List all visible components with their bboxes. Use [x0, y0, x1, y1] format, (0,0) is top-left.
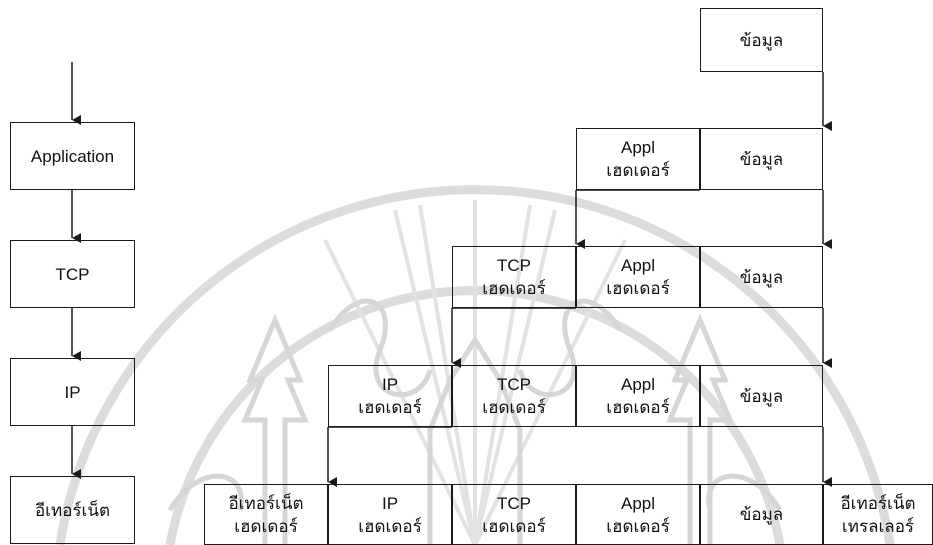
packet-ip-cell-2-line-1: TCP — [497, 375, 531, 394]
seal-lower-right-flourish — [706, 473, 783, 512]
layer-box-ip-line-1: IP — [64, 382, 81, 402]
packet-ip-cell-1-line-2: เฮดเดอร์ — [358, 398, 422, 417]
layer-box-ip: IP — [10, 358, 135, 426]
seal-right-pagoda — [666, 313, 734, 545]
seal-outer-arc — [55, 185, 895, 545]
packet-ip-cell-3: Appl เฮดเดอร์ — [576, 365, 700, 427]
packet-ethernet-cell-2-line-1: IP — [381, 493, 399, 513]
packet-ethernet-cell-5-line-1: ข้อมูล — [739, 505, 784, 524]
layer-box-application-line-1: Application — [30, 146, 115, 166]
packet-ethernet-cell-6-line-2: เทรลเลอร์ — [841, 516, 915, 536]
packet-ip-cell-2-line-2: เฮดเดอร์ — [482, 398, 546, 417]
packet-ip-cell-4-line-1: ข้อมูล — [739, 386, 784, 406]
layer-box-tcp: TCP — [10, 240, 135, 308]
packet-ethernet-cell-3-line-1: TCP — [497, 493, 531, 513]
seal-lower-left-flourish — [167, 473, 244, 512]
packet-ip-cell-2: TCP เฮดเดอร์ — [452, 365, 576, 427]
packet-ethernet-cell-4: Appl เฮดเดอร์ — [576, 484, 700, 545]
packet-tcp-cell-1-line-2: เฮดเดอร์ — [482, 279, 546, 298]
packet-ip-cell-4: ข้อมูล — [700, 365, 823, 427]
layer-box-ethernet-line-1: อีเทอร์เน็ต — [34, 500, 111, 520]
packet-ip-cell-1-line-1: IP — [381, 375, 399, 394]
layer-box-ethernet: อีเทอร์เน็ต — [10, 476, 135, 544]
packet-application-cell-1: Appl เฮดเดอร์ — [576, 128, 700, 190]
layer-box-tcp-line-1: TCP — [55, 264, 90, 284]
packet-ip-cell-3-line-1: Appl — [620, 375, 656, 394]
packet-ethernet-cell-2-line-2: เฮดเดอร์ — [358, 516, 422, 536]
packet-tcp-cell-3: ข้อมูล — [700, 246, 823, 308]
packet-ethernet-cell-5: ข้อมูล — [700, 484, 823, 545]
packet-application-cell-2-line-1: ข้อมูล — [739, 149, 784, 169]
packet-ethernet-cell-6: อีเทอร์เน็ตเทรลเลอร์ — [823, 484, 933, 545]
packet-ethernet-cell-4-line-1: Appl — [620, 493, 656, 513]
packet-tcp-cell-2: Appl เฮดเดอร์ — [576, 246, 700, 308]
packet-application-cell-1-line-1: Appl — [620, 138, 656, 157]
packet-data-cell-1-line-1: ข้อมูล — [739, 30, 784, 50]
seal-left-pagoda — [241, 313, 309, 545]
packet-tcp-cell-1: TCP เฮดเดอร์ — [452, 246, 576, 308]
packet-data-cell-1: ข้อมูล — [700, 8, 823, 72]
seal-left-flourish — [327, 298, 433, 398]
packet-ip-cell-3-line-2: เฮดเดอร์ — [606, 398, 670, 417]
packet-tcp-cell-1-line-1: TCP — [497, 256, 531, 275]
seal-center-crown — [427, 335, 523, 545]
packet-tcp-cell-2-line-1: Appl — [620, 256, 656, 275]
packet-tcp-cell-2-line-2: เฮดเดอร์ — [606, 279, 670, 298]
packet-ethernet-cell-1-line-1: อีเทอร์เน็ต — [228, 493, 304, 513]
packet-ethernet-cell-3: TCP เฮดเดอร์ — [452, 484, 576, 545]
packet-ip-cell-1: IP เฮดเดอร์ — [328, 365, 452, 427]
packet-application-cell-2: ข้อมูล — [700, 128, 823, 190]
packet-application-cell-1-line-2: เฮดเดอร์ — [606, 161, 670, 180]
packet-tcp-cell-3-line-1: ข้อมูล — [739, 267, 784, 287]
layer-box-application: Application — [10, 122, 135, 190]
packet-ethernet-cell-3-line-2: เฮดเดอร์ — [482, 516, 546, 536]
seal-right-flourish — [517, 298, 623, 398]
packet-ethernet-cell-1: อีเทอร์เน็ตเฮดเดอร์ — [204, 484, 328, 545]
packet-ethernet-cell-1-line-2: เฮดเดอร์ — [234, 516, 298, 536]
packet-ethernet-cell-2: IP เฮดเดอร์ — [328, 484, 452, 545]
packet-ethernet-cell-6-line-1: อีเทอร์เน็ต — [840, 493, 916, 513]
packet-ethernet-cell-4-line-2: เฮดเดอร์ — [606, 516, 670, 536]
